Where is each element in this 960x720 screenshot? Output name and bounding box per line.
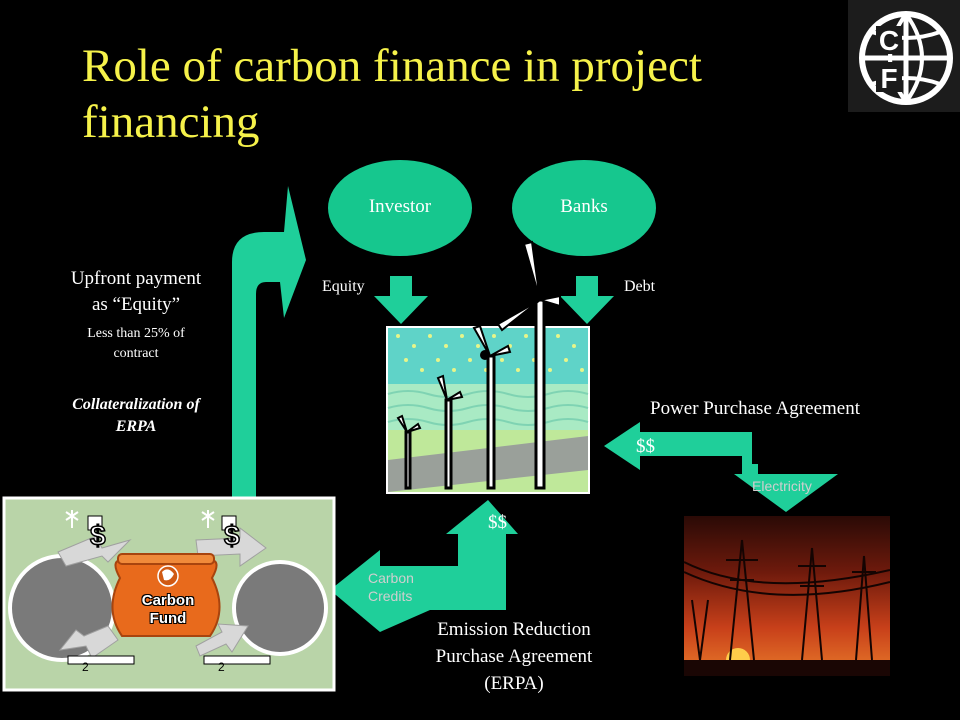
erpa-text: Emission Reduction Purchase Agreement (E…	[394, 616, 634, 697]
banks-label: Banks	[560, 196, 608, 217]
erpa-line-1: Emission Reduction	[437, 619, 591, 640]
dollar-left: $	[89, 519, 106, 552]
upfront-line-2: as “Equity”	[91, 294, 181, 315]
collateralization-text: Collateralization of ERPA	[36, 394, 236, 438]
power-lines-photo	[683, 516, 891, 676]
erpa-arrow	[330, 500, 518, 632]
upfront-payment-arrow	[232, 186, 306, 497]
collateral-line-2: ERPA	[115, 418, 157, 435]
carbon-fund-line-2: Fund	[149, 610, 187, 627]
erpa-line-3: (ERPA)	[484, 673, 544, 694]
logo-letter-f: F	[880, 63, 897, 94]
collateral-line-1: Collateralization of	[72, 396, 200, 413]
erpa-payment-label: $$	[488, 512, 507, 533]
power-purchase-arrow	[604, 422, 838, 512]
carbon-credits-line-2: Credits	[368, 588, 413, 604]
equity-label: Equity	[322, 278, 365, 295]
ppa-payment-label: $$	[636, 436, 655, 457]
carbon-fund-label: Carbon Fund	[120, 592, 216, 628]
equity-arrow	[374, 276, 428, 324]
fund-number-right: 2	[218, 660, 225, 674]
erpa-line-2: Purchase Agreement	[435, 646, 593, 667]
investor-label: Investor	[368, 196, 432, 217]
power-purchase-label: Power Purchase Agreement	[650, 398, 860, 419]
upfront-sub-line-2: contract	[113, 346, 159, 361]
banks-node	[512, 160, 656, 256]
investor-node	[328, 160, 472, 256]
carbon-credits-label: Carbon Credits	[368, 569, 414, 605]
logo-letter-c: C	[879, 25, 899, 56]
carbon-fund-box	[2, 496, 336, 692]
upfront-sub-line-1: Less than 25% of	[87, 326, 185, 341]
upfront-subtext: Less than 25% of contract	[36, 324, 236, 364]
dollar-right: $	[223, 519, 240, 552]
upfront-payment-text: Upfront payment as “Equity”	[36, 266, 236, 318]
fund-number-left: 2	[82, 660, 89, 674]
carbon-credits-line-1: Carbon	[368, 570, 414, 586]
carbon-finance-logo: C F	[848, 0, 960, 112]
debt-label: Debt	[624, 278, 656, 295]
slide-title: Role of carbon finance in project financ…	[82, 40, 702, 148]
carbon-fund-line-1: Carbon	[141, 592, 195, 609]
electricity-label: Electricity	[752, 478, 812, 494]
globe-logo-icon: C F	[859, 11, 953, 105]
upfront-line-1: Upfront payment	[70, 268, 202, 289]
debt-arrow	[560, 276, 614, 324]
wind-farm-picture	[386, 240, 590, 494]
